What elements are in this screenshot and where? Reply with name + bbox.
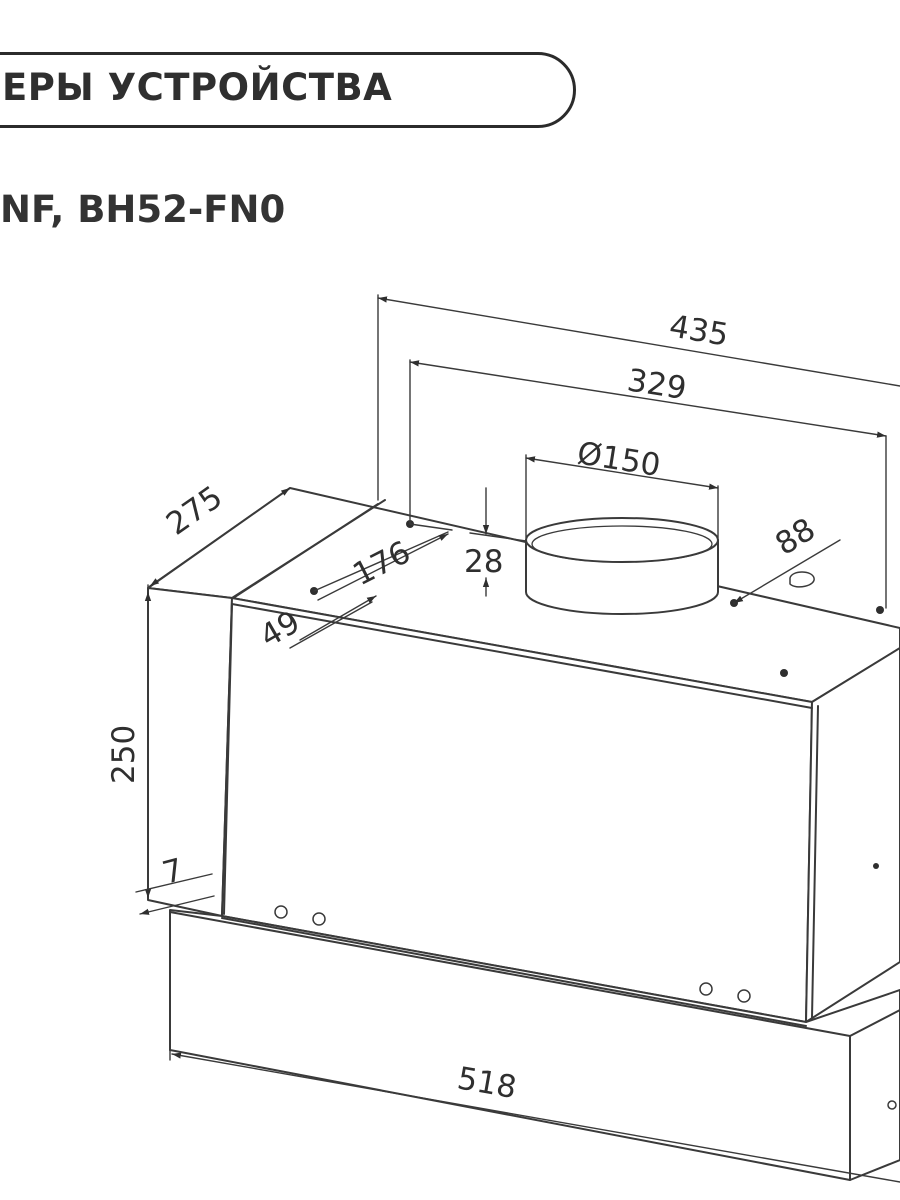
dim-label-diameter-150: Ø150 (575, 435, 663, 484)
dim-label-275: 275 (160, 479, 229, 542)
cable-cutout (789, 571, 815, 588)
dim-label-329: 329 (625, 362, 689, 407)
section-title: ЕРЫ УСТРОЙСТВА (2, 66, 393, 109)
dim-label-250: 250 (106, 725, 142, 784)
dim-label-435: 435 (667, 308, 731, 353)
dim-label-28: 28 (464, 544, 503, 580)
extension-panel (169, 909, 900, 1181)
model-names: NF, BH52-FN0 (0, 188, 286, 231)
duct-collar (525, 517, 719, 615)
panel-screws (274, 905, 897, 1110)
section-header-frame (0, 52, 576, 128)
dimension-lines (135, 294, 900, 1183)
